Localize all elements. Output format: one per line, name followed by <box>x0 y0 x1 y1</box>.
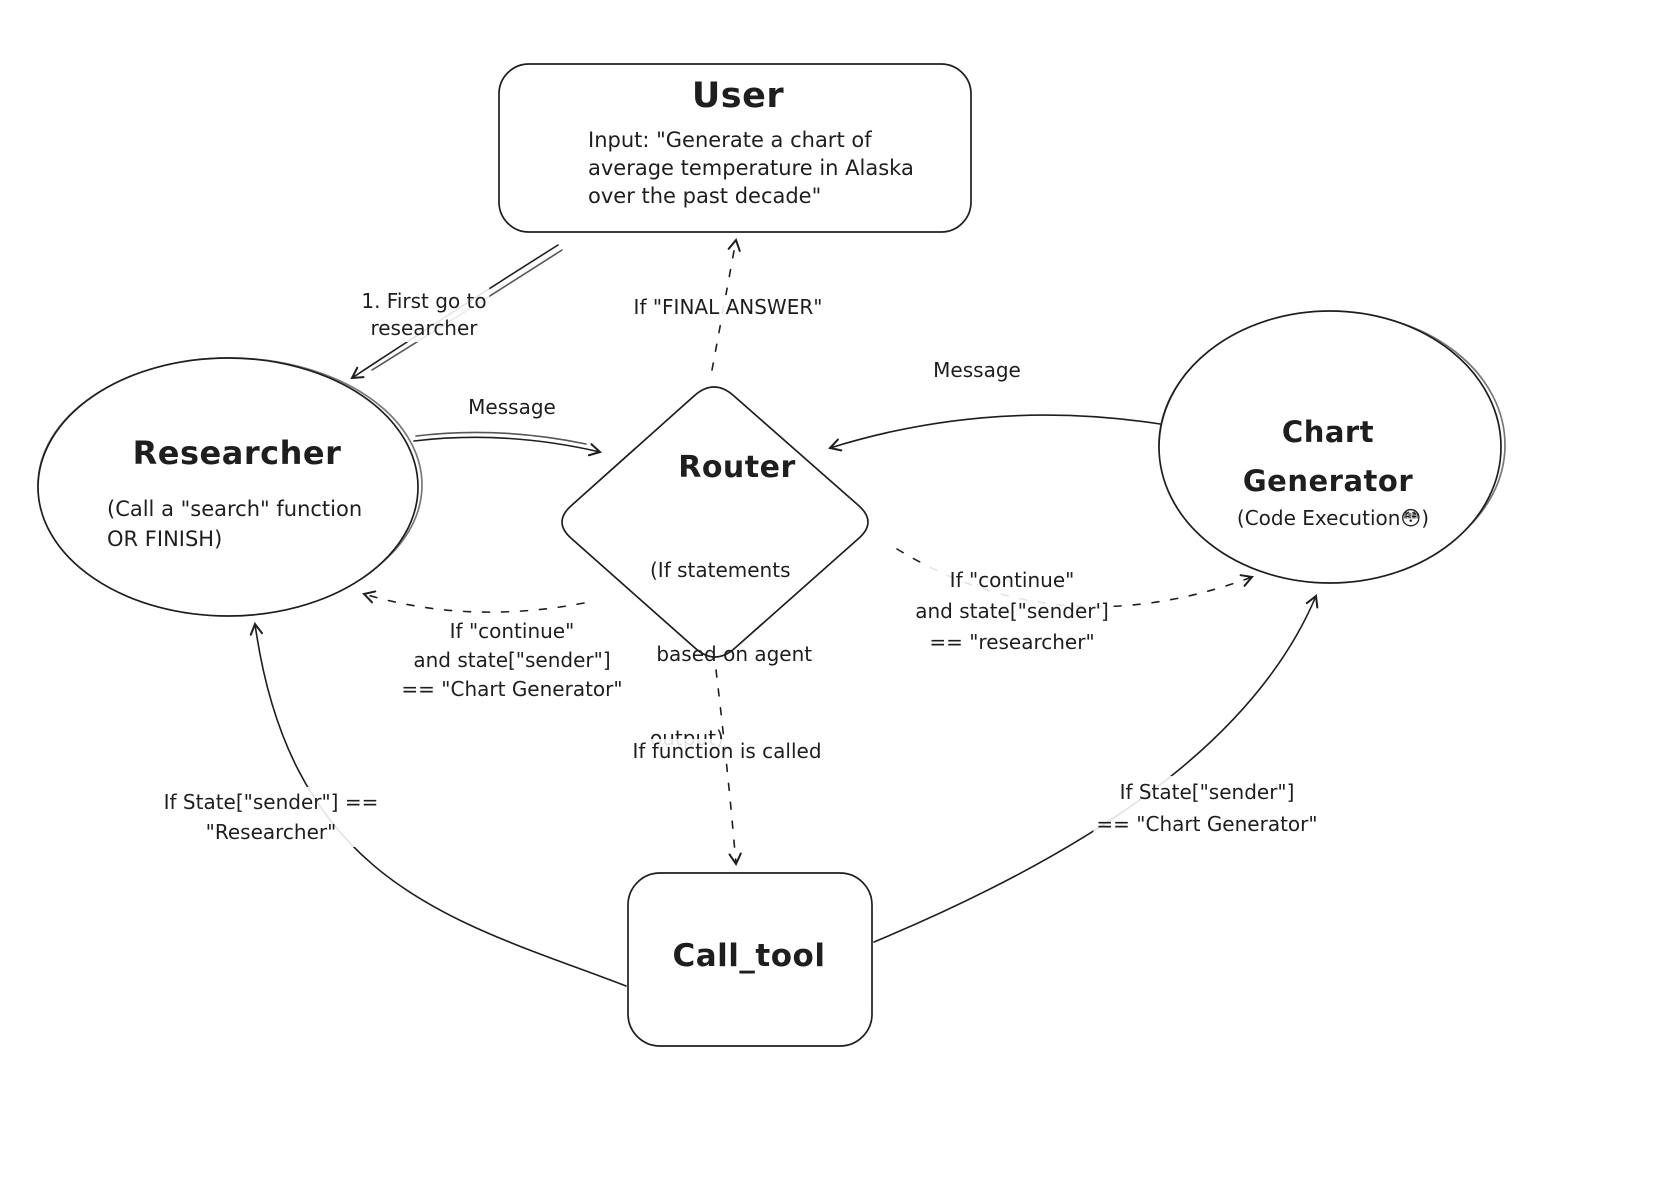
router-title: Router <box>678 450 796 485</box>
edge-label-continue-researcher: If "continue" and state["sender'] == "re… <box>912 565 1112 658</box>
call-tool-node <box>627 872 873 1047</box>
edge-chart-generator-to-router <box>828 414 1161 452</box>
user-title: User <box>691 76 785 116</box>
edge-router-to-researcher <box>362 590 585 613</box>
researcher-subtitle-line: (Call a "search" function <box>107 497 363 521</box>
user-input-line: average temperature in Alaska <box>588 156 914 180</box>
user-input-line: over the past decade" <box>588 184 822 208</box>
router-subtitle-line: based on agent <box>650 642 813 666</box>
user-input-text: Input: "Generate a chart of average temp… <box>588 126 914 210</box>
edge-label-line: == "Chart Generator" <box>401 677 623 701</box>
edge-label-line: If State["sender"] == <box>163 790 379 814</box>
edge-label-line: == "researcher" <box>929 630 1095 654</box>
edge-label-line: If "continue" <box>949 568 1075 592</box>
edge-label-line: If State["sender"] <box>1119 780 1295 804</box>
edge-call-tool-to-researcher <box>249 621 627 987</box>
researcher-subtitle-line: OR FINISH) <box>107 527 223 551</box>
edge-label-line: researcher <box>370 316 478 340</box>
chart-generator-title-line: Chart <box>1281 415 1375 449</box>
edge-researcher-to-router-sketch-stroke <box>415 431 587 445</box>
router-subtitle-line: (If statements <box>650 558 791 582</box>
edge-researcher-to-router <box>413 436 602 457</box>
edge-label-line: and state["sender'] <box>915 599 1109 623</box>
chart-generator-node <box>1158 310 1502 584</box>
edge-label-function-called: If function is called <box>629 739 825 763</box>
edge-label-line: and state["sender"] <box>413 648 611 672</box>
user-input-line: Input: "Generate a chart of <box>588 128 872 152</box>
researcher-subtitle: (Call a "search" function OR FINISH) <box>107 494 362 554</box>
edge-label-final-answer: If "FINAL ANSWER" <box>630 295 826 319</box>
chart-generator-title-line: Generator <box>1242 464 1414 498</box>
edge-label-state-chart-generator: If State["sender"] == "Chart Generator" <box>1093 776 1321 840</box>
router-node <box>561 386 869 658</box>
edge-label-continue-chart-generator: If "continue" and state["sender"] == "Ch… <box>398 617 626 704</box>
edge-label-message-left: Message <box>465 395 559 419</box>
edge-router-to-user <box>711 237 741 371</box>
chart-generator-subtitle: (Code Execution😳) <box>1236 506 1430 530</box>
edge-label-line: == "Chart Generator" <box>1096 812 1318 836</box>
edge-label-line: 1. First go to <box>361 289 487 313</box>
researcher-title: Researcher <box>132 434 342 472</box>
user-node <box>498 63 972 233</box>
researcher-node <box>37 357 419 617</box>
edge-label-line: "Researcher" <box>205 820 337 844</box>
edge-label-message-right: Message <box>930 358 1024 382</box>
edge-label-state-researcher: If State["sender"] == "Researcher" <box>160 787 382 847</box>
call-tool-title: Call_tool <box>672 938 826 974</box>
edge-router-to-call-tool <box>715 669 742 867</box>
edge-label-first-go-to-researcher: 1. First go to researcher <box>358 288 490 342</box>
edge-label-line: If "continue" <box>449 619 575 643</box>
chart-generator-title: Chart Generator <box>1243 408 1413 506</box>
